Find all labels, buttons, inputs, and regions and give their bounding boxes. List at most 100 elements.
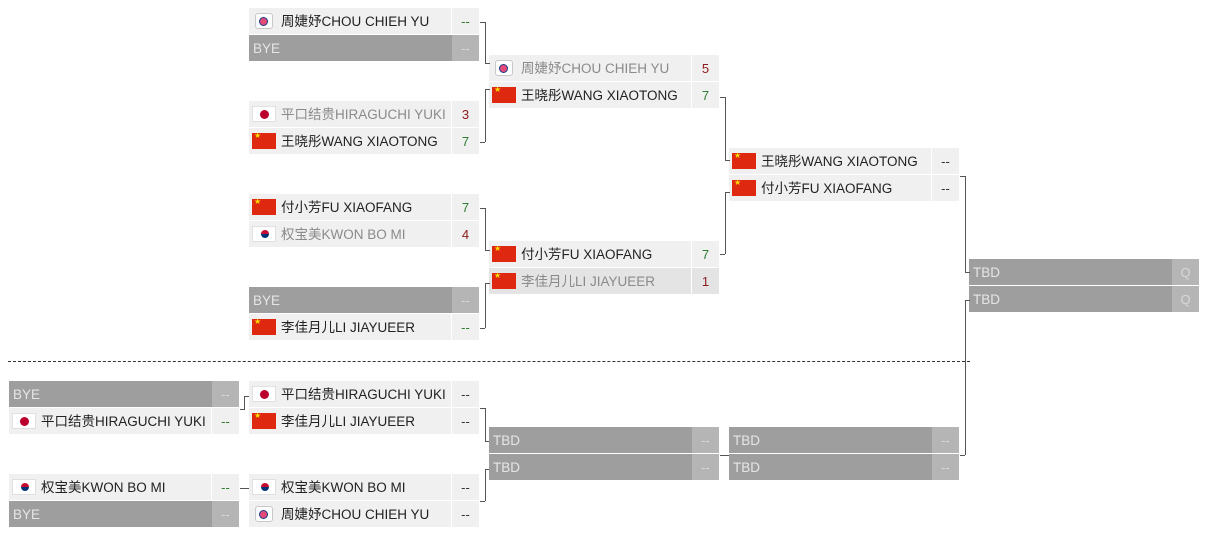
match-slot[interactable]: 付小芳FU XIAOFANG 7	[489, 241, 719, 268]
match-slot[interactable]: 权宝美KWON BO MI --	[9, 474, 239, 501]
china-flag-icon	[252, 317, 276, 335]
connector-line	[965, 300, 966, 455]
match-slot[interactable]: 权宝美KWON BO MI --	[249, 474, 479, 501]
player-score: 5	[691, 55, 719, 81]
connector-line	[480, 408, 485, 409]
match-slot[interactable]: 李佳月儿LI JIAYUEER --	[249, 314, 479, 341]
connector-line	[725, 192, 730, 193]
japan-flag-icon	[252, 106, 276, 122]
connector-line	[965, 300, 970, 301]
player-score: --	[691, 427, 719, 453]
connector-line	[720, 97, 725, 98]
connector-line	[485, 469, 489, 470]
grand-final-match: TBD Q TBD Q	[969, 259, 1199, 313]
china-flag-icon	[492, 271, 516, 289]
connector-line	[485, 408, 486, 441]
lower-r2-match-1: TBD -- TBD --	[489, 427, 719, 481]
player-name: 王晓彤WANG XIAOTONG	[281, 133, 438, 149]
lower-r3-match-1: TBD -- TBD --	[729, 427, 959, 481]
match-slot[interactable]: 平口结贵HIRAGUCHI YUKI --	[9, 408, 239, 435]
player-name: TBD	[733, 432, 760, 448]
player-name: 周婕妤CHOU CHIEH YU	[521, 60, 670, 76]
connector-line	[480, 142, 485, 143]
player-score: --	[211, 381, 239, 407]
connector-line	[485, 22, 486, 63]
player-name: 周婕妤CHOU CHIEH YU	[281, 506, 430, 522]
player-name: 付小芳FU XIAOFANG	[521, 246, 653, 262]
player-name: 王晓彤WANG XIAOTONG	[521, 87, 678, 103]
match-slot-tbd: TBD --	[729, 454, 959, 481]
player-score: --	[931, 427, 959, 453]
match-slot[interactable]: 付小芳FU XIAOFANG --	[729, 175, 959, 202]
player-score: 7	[451, 128, 479, 154]
upper-r2-match-2: 付小芳FU XIAOFANG 7 李佳月儿LI JIAYUEER 1	[489, 241, 719, 295]
player-score: 7	[691, 241, 719, 267]
player-name: 李佳月儿LI JIAYUEER	[281, 413, 416, 429]
upper-r1-match-2: 平口结贵HIRAGUCHI YUKI 3 王晓彤WANG XIAOTONG 7	[249, 101, 479, 155]
connector-line	[240, 409, 244, 410]
korea-flag-icon	[12, 479, 36, 495]
player-name: 权宝美KWON BO MI	[41, 479, 166, 495]
korea-flag-icon	[252, 479, 276, 495]
player-name: TBD	[733, 459, 760, 475]
match-slot-tbd: TBD --	[729, 427, 959, 454]
player-score: --	[451, 408, 479, 434]
player-name: 周婕妤CHOU CHIEH YU	[281, 13, 430, 29]
connector-line	[485, 63, 490, 64]
connector-line	[485, 89, 486, 142]
match-slot[interactable]: 王晓彤WANG XIAOTONG 7	[489, 82, 719, 109]
match-slot-tbd: TBD Q	[969, 259, 1199, 286]
connector-line	[244, 396, 245, 410]
player-score: --	[451, 314, 479, 340]
china-flag-icon	[252, 197, 276, 215]
lower-r1-match-2: 权宝美KWON BO MI -- 周婕妤CHOU CHIEH YU --	[249, 474, 479, 528]
match-slot[interactable]: 周婕妤CHOU CHIEH YU --	[249, 8, 479, 35]
player-name: 平口结贵HIRAGUCHI YUKI	[281, 106, 446, 122]
player-name: TBD	[493, 432, 520, 448]
match-slot-bye: BYE --	[9, 381, 239, 408]
tpe-flag-icon	[255, 506, 273, 522]
china-flag-icon	[492, 85, 516, 103]
connector-line	[720, 254, 725, 255]
connector-line	[725, 160, 730, 161]
connector-line	[725, 97, 726, 160]
match-slot[interactable]: 李佳月儿LI JIAYUEER --	[249, 408, 479, 435]
connector-line	[485, 208, 486, 250]
china-flag-icon	[252, 131, 276, 149]
upper-r1-match-4: BYE -- 李佳月儿LI JIAYUEER --	[249, 287, 479, 341]
connector-line	[480, 501, 485, 502]
connector-line	[485, 283, 490, 284]
match-slot[interactable]: 平口结贵HIRAGUCHI YUKI 3	[249, 101, 479, 128]
match-slot-tbd: TBD Q	[969, 286, 1199, 313]
china-flag-icon	[732, 178, 756, 196]
tpe-flag-icon	[255, 13, 273, 29]
player-score: 7	[691, 82, 719, 108]
player-name: TBD	[973, 291, 1000, 307]
connector-line	[485, 89, 490, 90]
match-slot[interactable]: 王晓彤WANG XIAOTONG 7	[249, 128, 479, 155]
match-slot[interactable]: 付小芳FU XIAOFANG 7	[249, 194, 479, 221]
china-flag-icon	[492, 244, 516, 262]
match-slot[interactable]: 权宝美KWON BO MI 4	[249, 221, 479, 248]
upper-r1-match-3: 付小芳FU XIAOFANG 7 权宝美KWON BO MI 4	[249, 194, 479, 248]
player-score: --	[451, 287, 479, 313]
connector-line	[960, 455, 965, 456]
match-slot[interactable]: 王晓彤WANG XIAOTONG --	[729, 148, 959, 175]
japan-flag-icon	[252, 386, 276, 402]
match-slot-bye: BYE --	[249, 35, 479, 62]
connector-line	[965, 272, 970, 273]
lower-r1-match-1: 平口结贵HIRAGUCHI YUKI -- 李佳月儿LI JIAYUEER --	[249, 381, 479, 435]
match-slot[interactable]: 周婕妤CHOU CHIEH YU --	[249, 501, 479, 528]
player-name: 权宝美KWON BO MI	[281, 479, 406, 495]
player-name: 李佳月儿LI JIAYUEER	[281, 319, 416, 335]
match-slot[interactable]: 李佳月儿LI JIAYUEER 1	[489, 268, 719, 295]
match-slot-tbd: TBD --	[489, 454, 719, 481]
player-name: 李佳月儿LI JIAYUEER	[521, 273, 656, 289]
bracket-divider	[8, 361, 970, 362]
match-slot[interactable]: 周婕妤CHOU CHIEH YU 5	[489, 55, 719, 82]
player-name: 平口结贵HIRAGUCHI YUKI	[41, 413, 206, 429]
player-name: 平口结贵HIRAGUCHI YUKI	[281, 386, 446, 402]
connector-line	[240, 488, 249, 489]
match-slot[interactable]: 平口结贵HIRAGUCHI YUKI --	[249, 381, 479, 408]
upper-r1-match-1: 周婕妤CHOU CHIEH YU -- BYE --	[249, 8, 479, 62]
